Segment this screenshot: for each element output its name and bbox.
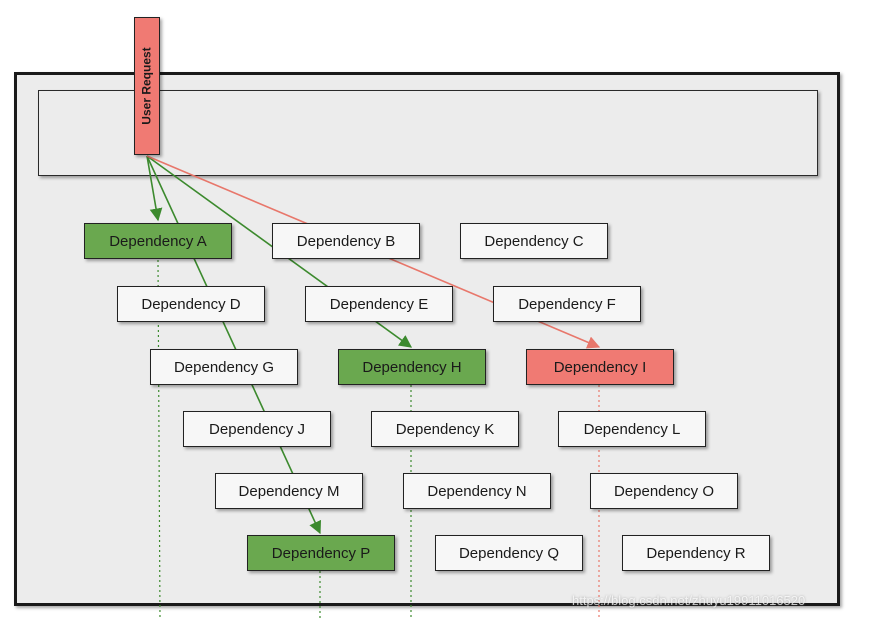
dependency-h: Dependency H <box>338 349 486 385</box>
watermark: https://blog.csdn.net/zhuyu19911016520 <box>572 593 806 608</box>
dependency-n: Dependency N <box>403 473 551 509</box>
dependency-o: Dependency O <box>590 473 738 509</box>
dependency-g: Dependency G <box>150 349 298 385</box>
dependency-d: Dependency D <box>117 286 265 322</box>
dependency-m: Dependency M <box>215 473 363 509</box>
dependency-p: Dependency P <box>247 535 395 571</box>
dependency-b: Dependency B <box>272 223 420 259</box>
dependency-e: Dependency E <box>305 286 453 322</box>
dependency-j: Dependency J <box>183 411 331 447</box>
dependency-q: Dependency Q <box>435 535 583 571</box>
dependency-a: Dependency A <box>84 223 232 259</box>
dependency-i: Dependency I <box>526 349 674 385</box>
dependency-l: Dependency L <box>558 411 706 447</box>
dependency-k: Dependency K <box>371 411 519 447</box>
dependency-c: Dependency C <box>460 223 608 259</box>
dependency-f: Dependency F <box>493 286 641 322</box>
user-request-box: User Request <box>134 17 160 155</box>
user-request-label: User Request <box>140 47 154 125</box>
dependency-r: Dependency R <box>622 535 770 571</box>
